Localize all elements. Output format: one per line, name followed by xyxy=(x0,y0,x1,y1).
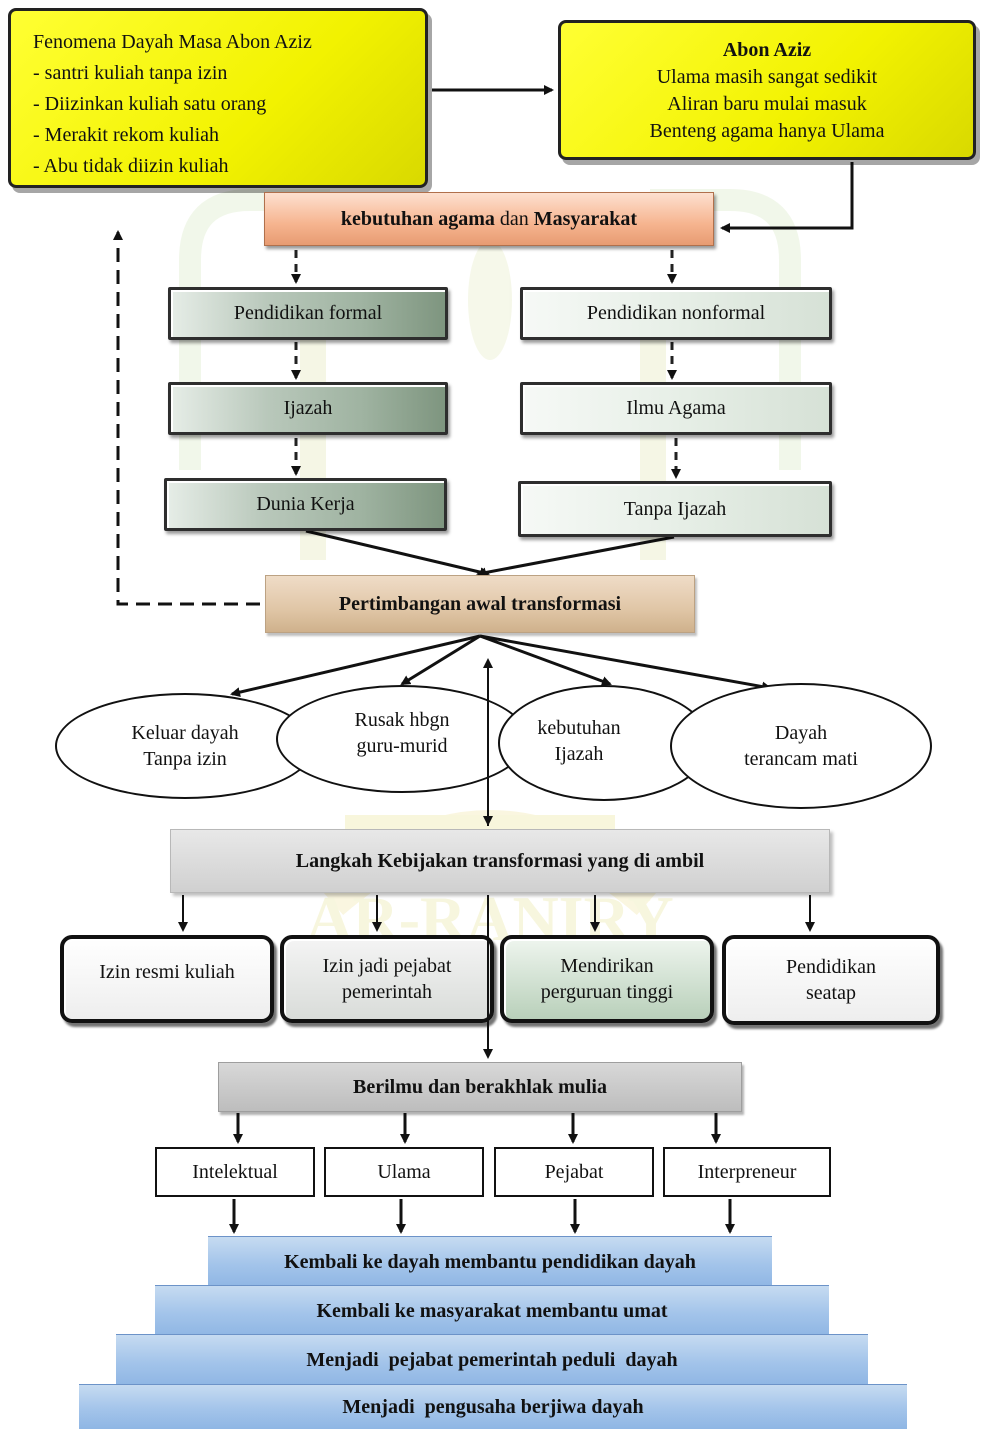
tier-label: Kembali ke masyarakat membantu umat xyxy=(316,1299,668,1322)
needs-box: kebutuhan agama dan Masyarakat xyxy=(264,192,714,246)
tier-label: Kembali ke dayah membantu pendidikan day… xyxy=(284,1250,696,1273)
phenomena-item: - Merakit rekom kuliah xyxy=(33,124,220,146)
goal-label: Berilmu dan berakhlak mulia xyxy=(353,1075,607,1098)
abon-aziz-title: Abon Aziz xyxy=(722,39,812,61)
abon-aziz-line: Benteng agama hanya Ulama xyxy=(649,120,885,142)
abon-aziz-box: Abon Aziz Ulama masih sangat sedikit Ali… xyxy=(558,20,976,160)
work-world-box: Dunia Kerja xyxy=(164,478,447,531)
consequence-line: Rusak hbgn xyxy=(354,709,450,731)
outcome-label: Ulama xyxy=(377,1160,431,1183)
needs-label-connector: dan xyxy=(494,207,534,230)
pyramid-tier: Menjadi pengusaha berjiwa dayah xyxy=(79,1384,907,1429)
policy-header-box: Langkah Kebijakan transformasi yang di a… xyxy=(170,829,830,893)
policy-box: Izin jadi pejabat pemerintah xyxy=(280,935,494,1023)
policy-box: Mendirikan perguruan tinggi xyxy=(500,935,714,1023)
policy-line: seatap xyxy=(806,982,856,1004)
outcome-label: Intelektual xyxy=(192,1160,278,1183)
no-certificate-label: Tanpa Ijazah xyxy=(623,497,727,520)
outcome-box: Ulama xyxy=(324,1147,484,1197)
outcome-label: Interpreneur xyxy=(697,1160,797,1183)
pyramid-tier: Menjadi pejabat pemerintah peduli dayah xyxy=(116,1334,868,1385)
nonformal-education-label: Pendidikan nonformal xyxy=(586,302,766,324)
consequence-line: Ijazah xyxy=(554,743,604,765)
pyramid-tier: Kembali ke dayah membantu pendidikan day… xyxy=(208,1236,772,1287)
phenomena-item: - santri kuliah tanpa izin xyxy=(33,62,228,84)
ijazah-label: Ijazah xyxy=(283,397,333,419)
policy-header-label: Langkah Kebijakan transformasi yang di a… xyxy=(295,849,705,872)
phenomena-title: Fenomena Dayah Masa Abon Aziz xyxy=(33,31,312,53)
outcome-box: Interpreneur xyxy=(663,1147,831,1197)
ijazah-box: Ijazah xyxy=(168,382,448,435)
policy-line: Mendirikan xyxy=(560,955,654,977)
work-world-label: Dunia Kerja xyxy=(256,493,355,515)
consideration-label: Pertimbangan awal transformasi xyxy=(338,592,622,615)
phenomena-item: - Abu tidak diizin kuliah xyxy=(33,155,229,177)
consequence-line: Tanpa izin xyxy=(143,748,227,770)
religious-knowledge-label: Ilmu Agama xyxy=(626,397,726,419)
outcome-box: Pejabat xyxy=(494,1147,654,1197)
nonformal-education-box: Pendidikan nonformal xyxy=(520,287,832,340)
policy-line: Izin jadi pejabat xyxy=(322,955,452,977)
consequence-ellipse: Dayah terancam mati xyxy=(670,683,932,809)
policy-box: Pendidikan seatap xyxy=(722,935,940,1025)
phenomena-item: - Diizinkan kuliah satu orang xyxy=(33,93,267,115)
tier-label: Menjadi pengusaha berjiwa dayah xyxy=(342,1395,644,1418)
policy-line: Izin resmi kuliah xyxy=(99,961,235,983)
consequence-line: guru-murid xyxy=(356,735,448,757)
formal-education-box: Pendidikan formal xyxy=(168,287,448,340)
religious-knowledge-box: Ilmu Agama xyxy=(520,382,832,435)
outcome-box: Intelektual xyxy=(155,1147,315,1197)
tier-label: Menjadi pejabat pemerintah peduli dayah xyxy=(306,1348,678,1371)
needs-label-religion: kebutuhan agama xyxy=(340,207,495,230)
pyramid-tier: Kembali ke masyarakat membantu umat xyxy=(155,1285,829,1336)
abon-aziz-line: Aliran baru mulai masuk xyxy=(667,93,867,115)
consequence-ellipse: Rusak hbgn guru-murid xyxy=(276,685,528,793)
consequence-line: Keluar dayah xyxy=(131,722,239,744)
consequence-line: terancam mati xyxy=(744,748,858,770)
no-certificate-box: Tanpa Ijazah xyxy=(518,481,832,537)
phenomena-box: Fenomena Dayah Masa Abon Aziz - santri k… xyxy=(8,8,428,188)
needs-label-society: Masyarakat xyxy=(533,207,638,230)
outcome-label: Pejabat xyxy=(544,1160,604,1183)
abon-aziz-line: Ulama masih sangat sedikit xyxy=(656,66,878,88)
policy-line: pemerintah xyxy=(342,981,432,1003)
consideration-box: Pertimbangan awal transformasi xyxy=(265,575,695,633)
consequence-line: Dayah xyxy=(774,722,828,744)
policy-box: Izin resmi kuliah xyxy=(60,935,274,1023)
goal-box: Berilmu dan berakhlak mulia xyxy=(218,1062,742,1112)
formal-education-label: Pendidikan formal xyxy=(233,302,383,324)
policy-line: Pendidikan xyxy=(786,956,876,978)
policy-line: perguruan tinggi xyxy=(540,981,674,1003)
consequence-line: kebutuhan xyxy=(537,717,621,739)
